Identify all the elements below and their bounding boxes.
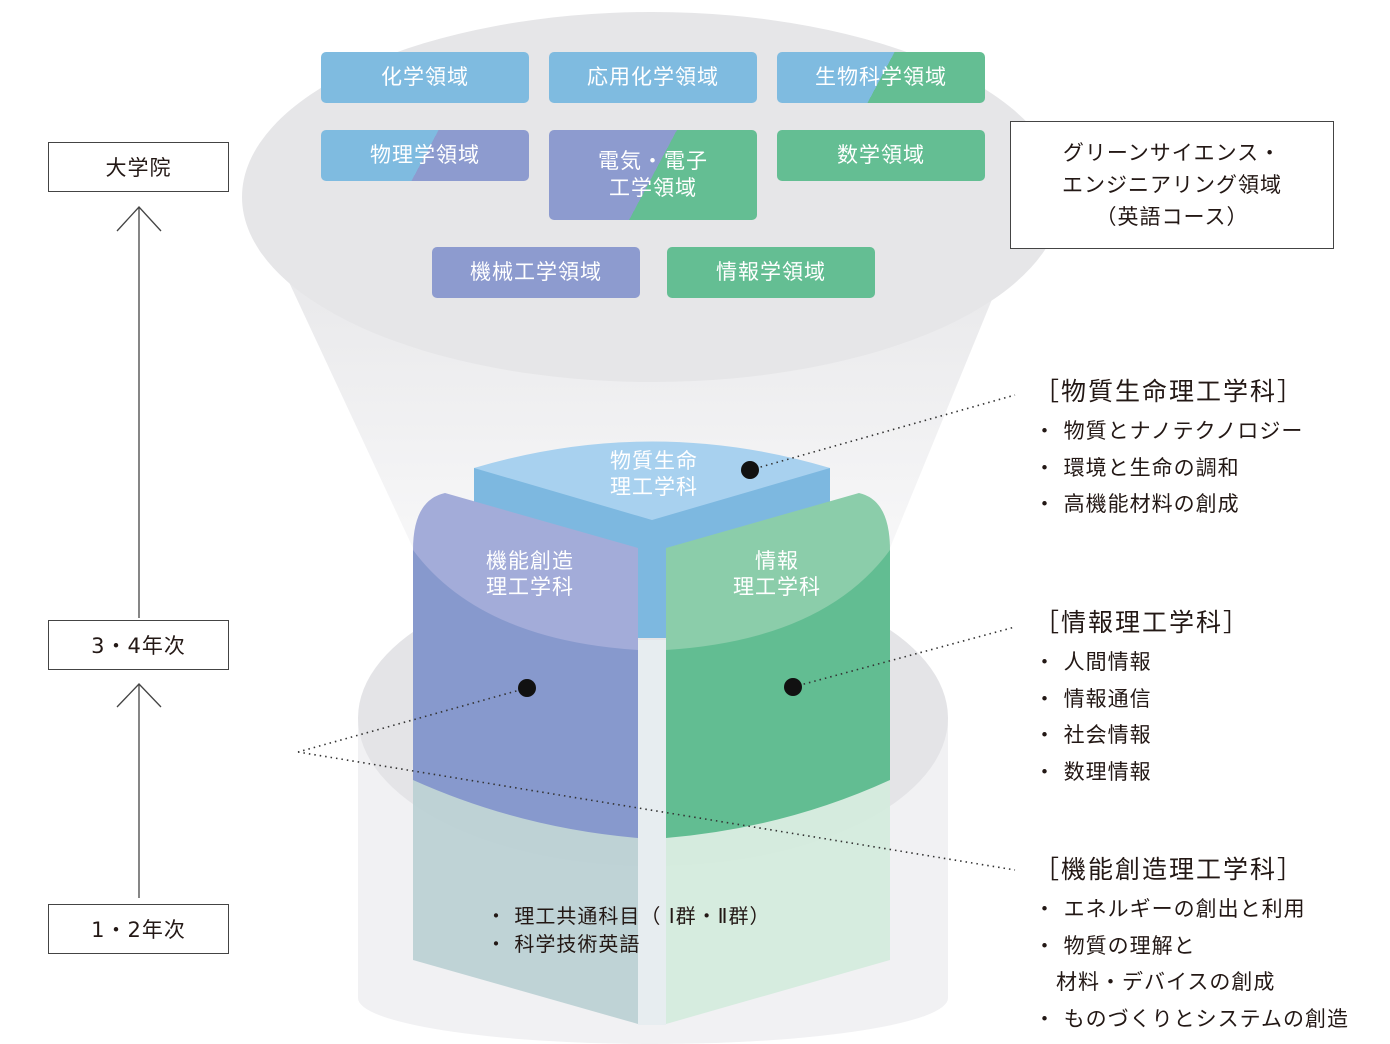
level-year34-label: 3・4年次 <box>91 634 186 658</box>
green-science-line1: グリーンサイエンス・ <box>1062 141 1282 165</box>
common-subject-item: ・ 科学技術英語 <box>486 932 641 956</box>
green-science-line2: エンジニアリング領域 <box>1062 173 1282 197</box>
field-chemistry-label: 化学領域 <box>381 65 469 89</box>
field-physics[interactable]: 物理学領域 <box>321 130 529 181</box>
level-year12: 1・2年次 <box>48 904 229 954</box>
field-applied-chemistry[interactable]: 応用化学領域 <box>549 52 757 103</box>
segment-functional-label: 機能創造 理工学科 <box>468 548 592 600</box>
dept-functional-title: ［機能創造理工学科］ <box>1034 855 1305 884</box>
field-mechanical-engineering-label: 機械工学領域 <box>470 260 602 284</box>
leader-dots <box>518 461 802 697</box>
dept-information: ［情報理工学科］ ・ 人間情報 ・ 情報通信 ・ 社会情報 ・ 数理情報 <box>1034 608 1250 790</box>
field-mathematics-label: 数学領域 <box>837 143 925 167</box>
dept-material-life: ［物質生命理工学科］ ・ 物質とナノテクノロジー ・ 環境と生命の調和 ・ 高機… <box>1034 377 1304 523</box>
dept-functional: ［機能創造理工学科］ ・ エネルギーの創出と利用 ・ 物質の理解と 材料・デバイ… <box>1034 855 1349 1037</box>
segment-functional-line2: 理工学科 <box>486 575 574 599</box>
field-informatics[interactable]: 情報学領域 <box>667 247 875 298</box>
dept-item: ・ ものづくりとシステムの創造 <box>1034 1006 1350 1031</box>
dept-item: ・ 情報通信 <box>1034 686 1152 711</box>
dept-item: ・ 人間情報 <box>1034 650 1152 674</box>
level-graduate-label: 大学院 <box>105 156 172 180</box>
green-science-course-box[interactable]: グリーンサイエンス・ エンジニアリング領域 （英語コース） <box>1010 121 1334 249</box>
level-year12-label: 1・2年次 <box>91 918 186 942</box>
dept-material-life-title: ［物質生命理工学科］ <box>1034 377 1305 406</box>
field-biological-science-label: 生物科学領域 <box>815 65 947 89</box>
segment-information-line1: 情報 <box>755 549 799 573</box>
segment-information[interactable] <box>666 493 890 838</box>
dept-item: ・ 物質の理解と <box>1034 933 1196 958</box>
leader-lines <box>297 394 1016 871</box>
field-mechanical-engineering[interactable]: 機械工学領域 <box>432 247 640 298</box>
level-year34: 3・4年次 <box>48 620 229 670</box>
dept-item: ・ 物質とナノテクノロジー <box>1034 419 1304 443</box>
level-arrows <box>116 206 162 898</box>
field-chemistry[interactable]: 化学領域 <box>321 52 529 103</box>
segment-functional[interactable] <box>413 493 638 838</box>
dept-item: ・ 数理情報 <box>1034 759 1152 784</box>
level-graduate: 大学院 <box>48 142 229 192</box>
field-electrical-electronics-line1: 電気・電子 <box>598 149 708 173</box>
field-electrical-electronics-line2: 工学領域 <box>609 176 697 200</box>
segment-functional-line1: 機能創造 <box>486 549 574 573</box>
dept-item: ・ 社会情報 <box>1034 723 1152 747</box>
dept-item: ・ エネルギーの創出と利用 <box>1034 897 1306 921</box>
field-electrical-electronics[interactable]: 電気・電子 工学領域 <box>549 130 757 220</box>
field-mathematics[interactable]: 数学領域 <box>777 130 985 181</box>
segment-material-life-line2: 理工学科 <box>610 475 698 499</box>
common-subject-item: ・ 理工共通科目（ Ⅰ群・Ⅱ群） <box>486 904 771 928</box>
field-physics-label: 物理学領域 <box>370 143 480 167</box>
dept-item: 材料・デバイスの創成 <box>1034 970 1276 994</box>
field-applied-chemistry-label: 応用化学領域 <box>587 65 719 89</box>
common-subjects: ・ 理工共通科目（ Ⅰ群・Ⅱ群） ・ 科学技術英語 <box>486 902 770 958</box>
dept-item: ・ 環境と生命の調和 <box>1034 455 1240 480</box>
segment-material-life-label: 物質生命 理工学科 <box>592 448 716 500</box>
green-science-line3: （英語コース） <box>1095 205 1249 229</box>
segment-material-life-line1: 物質生命 <box>610 449 698 473</box>
segment-information-line2: 理工学科 <box>733 575 821 599</box>
field-biological-science[interactable]: 生物科学領域 <box>777 52 985 103</box>
field-informatics-label: 情報学領域 <box>716 260 826 284</box>
dept-item: ・ 高機能材料の創成 <box>1034 492 1240 516</box>
dept-information-title: ［情報理工学科］ <box>1034 608 1251 637</box>
segment-information-label: 情報 理工学科 <box>715 548 839 600</box>
